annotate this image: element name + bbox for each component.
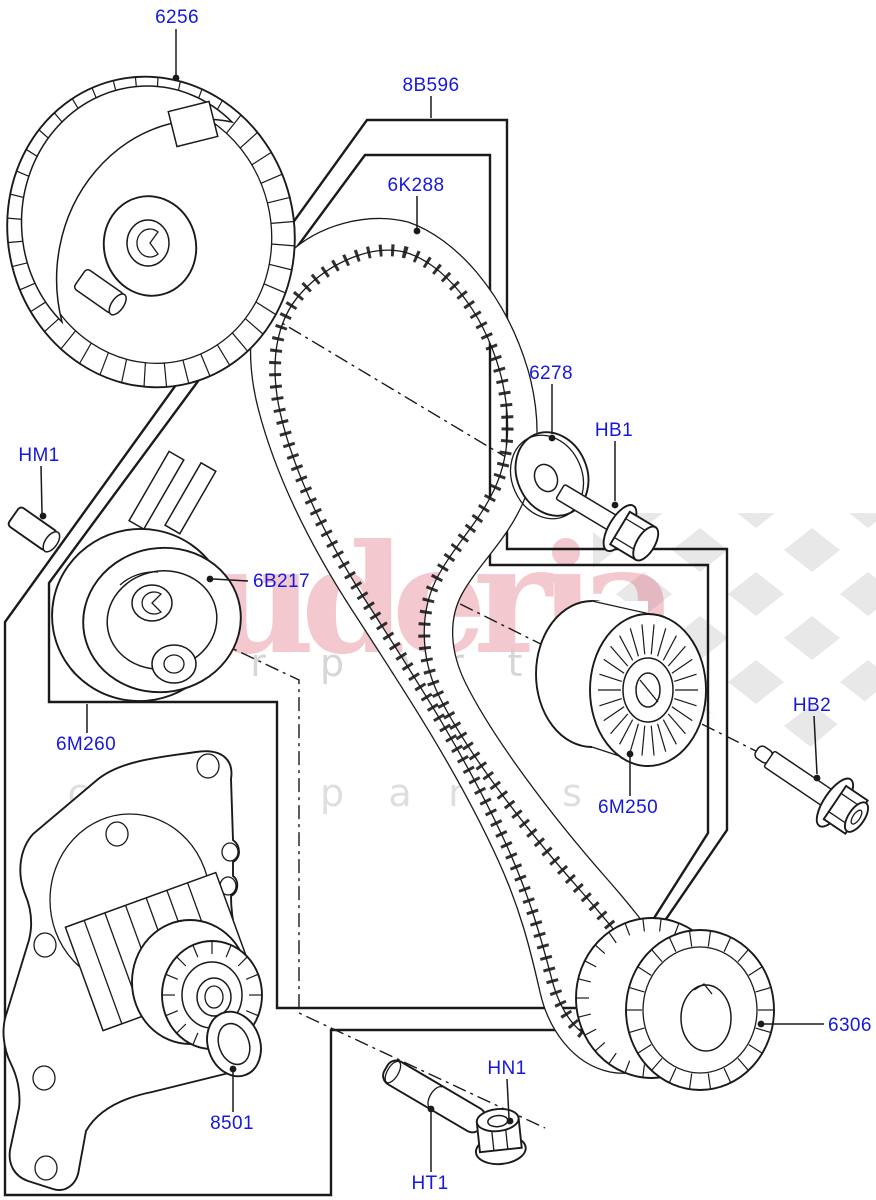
part-label-6M260[interactable]: 6M260 [56, 734, 116, 755]
wm-letter: a [388, 771, 411, 815]
part-label-6278[interactable]: 6278 [529, 363, 573, 384]
pump-sprocket-teeth [162, 941, 262, 1049]
gear-bore-key [136, 228, 159, 258]
gear-web [20, 85, 235, 325]
belt-tensioner [51, 450, 242, 703]
tensioner-slot [119, 571, 159, 586]
crank-gear-keyway [693, 983, 713, 995]
wm-letter: p [320, 771, 344, 815]
pin-hm1 [7, 506, 61, 553]
water-pump [2, 750, 263, 1191]
pump-bore [196, 977, 232, 1017]
wm-letter: r [250, 641, 266, 685]
part-label-8501[interactable]: 8501 [210, 1113, 254, 1134]
tensioner-arm [128, 450, 185, 531]
bolt-hb1 [555, 484, 660, 562]
tensioner-boss [151, 644, 197, 684]
wm-letter: s [562, 771, 582, 815]
part-label-6M250[interactable]: 6M250 [598, 797, 658, 818]
washer-hole [533, 463, 559, 493]
part-label-6306[interactable]: 6306 [828, 1015, 872, 1036]
gear-bore [126, 219, 170, 267]
part-label-6K288[interactable]: 6K288 [388, 175, 445, 196]
part-label-HM1[interactable]: HM1 [18, 445, 59, 466]
part-label-6B217[interactable]: 6B217 [253, 571, 310, 592]
crankshaft-gear [575, 917, 775, 1091]
crank-gear-bore [680, 984, 732, 1052]
part-label-HB1[interactable]: HB1 [595, 420, 633, 441]
part-label-6256[interactable]: 6256 [155, 7, 199, 28]
idler-pulley [535, 600, 707, 767]
checkered-flag-watermark [593, 513, 876, 760]
stud-ht1 [382, 1059, 487, 1134]
gear-pin-boss [73, 268, 127, 316]
part-label-HN1[interactable]: HN1 [487, 1058, 526, 1079]
centerline-idler-bolt [435, 591, 759, 753]
crank-gear-teeth [626, 930, 774, 1090]
camshaft-gear [6, 75, 296, 389]
callout-lines [39, 29, 824, 1172]
part-label-HB2[interactable]: HB2 [793, 695, 831, 716]
part-label-8B596[interactable]: 8B596 [403, 75, 460, 96]
wm-letter: t [508, 641, 523, 685]
bolt-hb2 [754, 745, 870, 836]
idler-spokes [598, 624, 698, 756]
gear-tab [167, 100, 219, 148]
part-label-HT1[interactable]: HT1 [411, 1173, 448, 1194]
wm-letter: p [320, 641, 344, 685]
centerline-tensioner-stud [167, 617, 546, 1129]
nut-hn1 [474, 1108, 527, 1166]
part-labels: 6256 8B596 6K288 6278 HB1 HM1 6B217 6M26… [18, 7, 872, 1194]
tensioner-arm [164, 461, 217, 535]
